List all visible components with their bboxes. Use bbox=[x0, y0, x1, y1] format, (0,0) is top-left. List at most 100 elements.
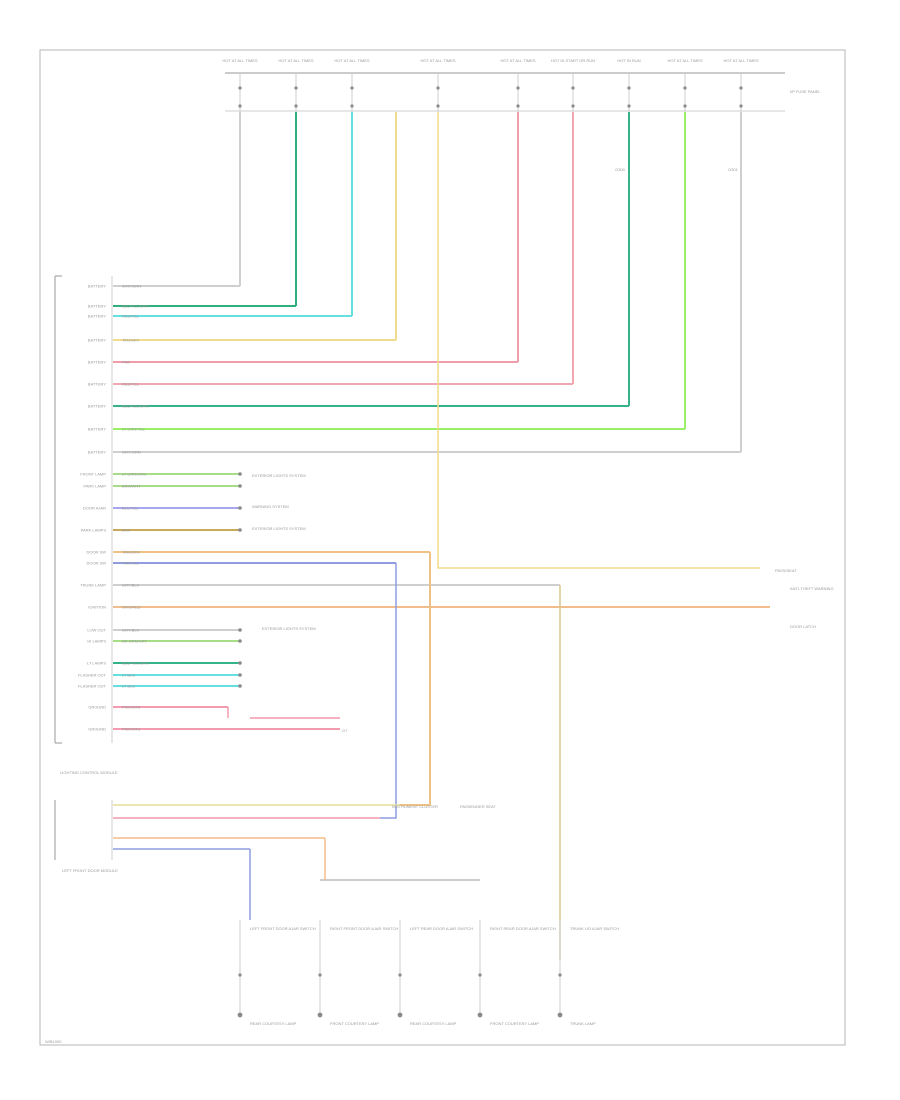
module-pin-label: DOOR AJAR bbox=[83, 506, 106, 511]
switch-label: LEFT FRONT DOOR AJAR SWITCH bbox=[250, 926, 316, 931]
lamp-label: FRONT COURTESY LAMP bbox=[330, 1021, 379, 1026]
wire-code: LT GRN/ORG bbox=[122, 472, 147, 477]
wire-code: PNK/YEL bbox=[122, 561, 140, 566]
module-pin-label: LT LAMPS bbox=[87, 661, 106, 666]
switch-dot bbox=[238, 973, 242, 977]
wire-code: BLU/YEL bbox=[122, 506, 139, 511]
module-pin-label: BATTERY bbox=[88, 450, 106, 455]
system-label: EXTERIOR LIGHTS SYSTEM bbox=[252, 526, 306, 531]
system-label: EXTERIOR LIGHTS SYSTEM bbox=[262, 626, 316, 631]
module-pin-label: PARK LAMPS bbox=[81, 528, 107, 533]
wires bbox=[113, 112, 770, 960]
switch-dot bbox=[558, 973, 562, 977]
fuse-dot bbox=[627, 86, 631, 90]
system-label: WARNING SYSTEM bbox=[252, 504, 289, 509]
wire-code: PNK/ORG bbox=[122, 727, 140, 732]
system-label: DOOR LATCH bbox=[790, 624, 816, 629]
wire-code: ORG/RED bbox=[122, 605, 141, 610]
fuse-label: HOT IN START OR RUN bbox=[551, 58, 595, 63]
wire-to-anti-theft bbox=[437, 112, 760, 569]
fuse-dot bbox=[683, 86, 687, 90]
module-pin-label: BATTERY bbox=[88, 404, 106, 409]
switch-dot bbox=[318, 973, 322, 977]
module-pin-label: DOOR SW bbox=[86, 550, 106, 555]
fuse-label: HOT AT ALL TIMES bbox=[500, 58, 535, 63]
fuse-dot bbox=[436, 86, 440, 90]
wire-door-sw bbox=[400, 552, 431, 806]
fuse-dot bbox=[571, 86, 575, 90]
wire-code: PNK/ORG bbox=[122, 705, 140, 710]
fuse-label: HOT AT ALL TIMES bbox=[334, 58, 369, 63]
wire-code: RED/YEL bbox=[122, 382, 140, 387]
module-pin-label: LOW OUT bbox=[87, 628, 106, 633]
ground-label: G7 bbox=[342, 728, 348, 733]
fuse-label: HOT IN RUN bbox=[617, 58, 640, 63]
module-pin-label: HI LAMPS bbox=[87, 639, 106, 644]
wire-end-dot bbox=[238, 684, 242, 688]
wire-code: RED/YEL bbox=[122, 314, 140, 319]
wire-end-dot bbox=[238, 528, 242, 532]
switch-dot bbox=[398, 973, 402, 977]
wire-end-dot bbox=[238, 628, 242, 632]
wire-code: BLU/YEL/GRN bbox=[122, 404, 149, 409]
system-label: EXTERIOR LIGHTS SYSTEM bbox=[252, 473, 306, 478]
fuse-dot bbox=[627, 104, 631, 108]
fuse-tap-label: PASS/SEAT bbox=[775, 568, 797, 573]
lamp-dot bbox=[317, 1012, 323, 1018]
lamp-dot bbox=[477, 1012, 483, 1018]
module-pins: BATTERY WHT/GRN BATTERY BLU/YEL/GRN BATTERY R… bbox=[54, 275, 149, 860]
wire-code: LT GRN/YEL bbox=[122, 427, 146, 432]
module-pin-label: BATTERY bbox=[88, 304, 106, 309]
wire-end-dot bbox=[238, 639, 242, 643]
module-pin-label: BATTERY bbox=[88, 427, 106, 432]
lamp-dot bbox=[397, 1012, 403, 1018]
fuse-dot bbox=[238, 86, 242, 90]
fuse-dot bbox=[350, 86, 354, 90]
module-pin-label: IGNITION bbox=[88, 605, 106, 610]
wire-code: GRY/BLK bbox=[122, 628, 140, 633]
wire-code: TAN/GRY bbox=[122, 338, 140, 343]
module-pin-label: PARK LAMP bbox=[83, 484, 106, 489]
lamp-dot bbox=[237, 1012, 243, 1018]
switch-label: LEFT REAR DOOR AJAR SWITCH bbox=[410, 926, 473, 931]
wire-code: BLU/YEL/GRN bbox=[122, 304, 149, 309]
fuse-dot bbox=[350, 104, 354, 108]
lamp-label: REAR COURTESY LAMP bbox=[250, 1021, 297, 1026]
wire-end-dot bbox=[238, 506, 242, 510]
module-pin-label: BATTERY bbox=[88, 284, 106, 289]
module-pin-label: FRONT LAMP bbox=[80, 472, 106, 477]
footer-id: W/B1090 bbox=[45, 1039, 62, 1044]
wire-door-sw bbox=[380, 563, 397, 819]
lamp-label: FRONT COURTESY LAMP bbox=[490, 1021, 539, 1026]
wire-code: GRY/BLK bbox=[122, 583, 140, 588]
connector-label: G301 bbox=[728, 167, 739, 172]
wire-code: WHT/GRN bbox=[122, 284, 141, 289]
fuse-dot bbox=[571, 104, 575, 108]
fuse-label: HOT AT ALL TIMES bbox=[723, 58, 758, 63]
fuse-dot bbox=[516, 86, 520, 90]
switch-label: TRUNK LID AJAR SWITCH bbox=[570, 926, 619, 931]
fuse-dot bbox=[238, 104, 242, 108]
wire-code: BRN bbox=[122, 528, 131, 533]
module-pin-label: FLASHER OUT bbox=[78, 684, 107, 689]
module-pin-label: DOOR SW bbox=[86, 561, 106, 566]
wire-end-dot bbox=[238, 484, 242, 488]
diagram-frame bbox=[39, 49, 846, 1046]
wire-code: BRN/WHT bbox=[122, 484, 141, 489]
fuse-label: HOT AT ALL TIMES bbox=[667, 58, 702, 63]
fuse-dot bbox=[436, 104, 440, 108]
bottom-module-name: LEFT FRONT DOOR MODULE bbox=[62, 868, 118, 873]
fuse-label: HOT AT ALL TIMES bbox=[420, 58, 455, 63]
lamp-label: TRUNK LAMP bbox=[570, 1021, 596, 1026]
wire-code: BLU/YEL/GRN bbox=[122, 661, 149, 666]
module-pin-label: BATTERY bbox=[88, 360, 106, 365]
wire-code: LT BLU bbox=[122, 673, 135, 678]
fuse-label: HOT AT ALL TIMES bbox=[222, 58, 257, 63]
module-pin-label: GROUND bbox=[88, 705, 106, 710]
fuse-label: HOT AT ALL TIMES bbox=[278, 58, 313, 63]
wire-end-dot bbox=[238, 661, 242, 665]
system-label: INSTRUMENT CLUSTER bbox=[392, 804, 438, 809]
module-pin-label: BATTERY bbox=[88, 314, 106, 319]
switch-label: RIGHT REAR DOOR AJAR SWITCH bbox=[490, 926, 556, 931]
